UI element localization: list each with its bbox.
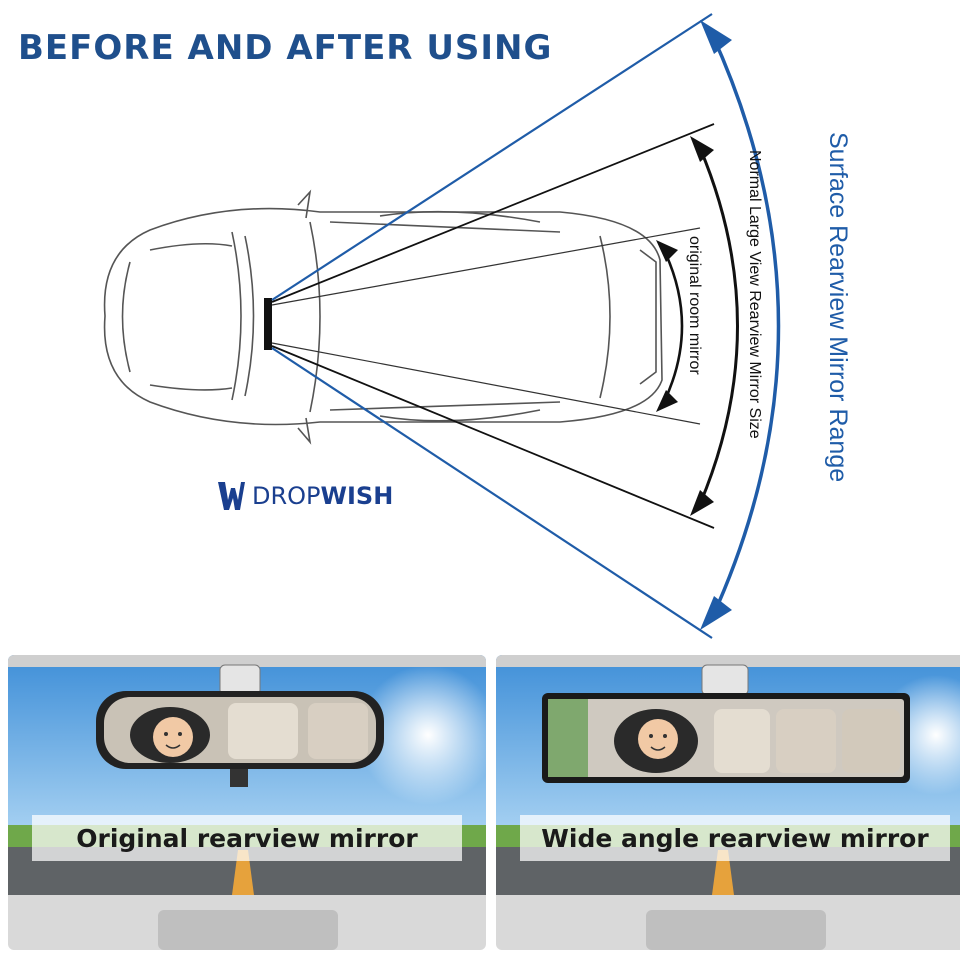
- middle-range-label: Normal Large View Rearview Mirror Size: [746, 150, 763, 439]
- inner-range-lines: [271, 227, 701, 425]
- brand-logo: DROP WISH: [216, 478, 393, 514]
- brand-name-part1: DROP: [252, 482, 321, 510]
- brand-name-part2: WISH: [320, 482, 394, 510]
- original-mirror-caption: Original rearview mirror: [32, 815, 462, 861]
- outer-range-lines: [271, 13, 713, 639]
- middle-arc-arrow-top: [690, 136, 714, 162]
- w-logo-icon: [218, 482, 245, 510]
- inner-arc-arrow-bottom: [656, 390, 678, 412]
- middle-range-arc: [698, 147, 739, 505]
- middle-range-lines: [271, 123, 715, 529]
- car-top-view: [103, 189, 663, 445]
- inner-arc-arrow-top: [656, 240, 678, 262]
- wide-angle-mirror-scene: [496, 655, 960, 950]
- brand-name: DROP WISH: [252, 482, 393, 510]
- outer-range-arc: [710, 33, 781, 619]
- child-face: [153, 717, 193, 757]
- outer-arc-arrow-top: [700, 20, 732, 54]
- middle-arc-arrow-bottom: [690, 490, 714, 516]
- page-title: BEFORE AND AFTER USING: [18, 28, 553, 68]
- rearview-mirror-icon: [264, 298, 272, 350]
- sun: [358, 665, 486, 805]
- road-line: [712, 850, 734, 895]
- mirror-range-diagram: Surface Rearview Mirror Range Normal Lar…: [103, 13, 852, 639]
- inner-range-arc: [662, 249, 684, 403]
- inner-range-label: original room mirror: [686, 236, 703, 375]
- outer-arc-arrow-bottom: [700, 596, 732, 630]
- wide-angle-mirror-caption: Wide angle rearview mirror: [520, 815, 950, 861]
- wide-angle-mirror-panel: Wide angle rearview mirror: [496, 655, 960, 950]
- original-mirror-scene: [8, 655, 486, 950]
- original-mirror-panel: Original rearview mirror: [8, 655, 486, 950]
- child-face: [638, 719, 678, 759]
- road-line: [232, 850, 254, 895]
- outer-range-label: Surface Rearview Mirror Range: [824, 132, 852, 482]
